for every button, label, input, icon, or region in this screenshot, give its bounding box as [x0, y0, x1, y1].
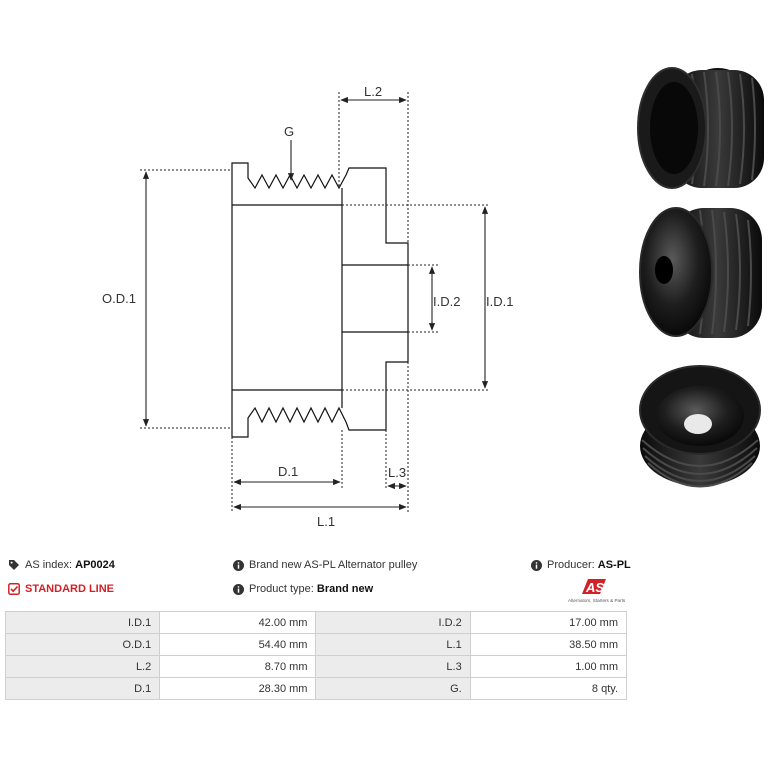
spec-value: 17.00 mm: [469, 611, 628, 634]
producer-label: Producer:: [547, 559, 595, 571]
spec-value: 28.30 mm: [159, 677, 317, 700]
spec-value: 42.00 mm: [159, 611, 317, 634]
info-icon: [233, 559, 244, 571]
spec-value: 54.40 mm: [159, 633, 317, 656]
specs-table: I.D.1 42.00 mm I.D.2 17.00 mm O.D.1 54.4…: [4, 611, 628, 700]
spec-label: L.1: [315, 633, 471, 656]
label-g: G: [284, 124, 294, 139]
label-id2: I.D.2: [433, 294, 460, 309]
tag-icon: [9, 560, 19, 571]
spec-label: L.2: [4, 655, 161, 678]
logo-tagline: Alternators, Starters & Parts: [568, 598, 626, 603]
spec-label: D.1: [4, 677, 161, 700]
spec-label: I.D.2: [315, 611, 471, 634]
table-row: L.2 8.70 mm L.3 1.00 mm: [4, 655, 628, 678]
as-index: AS index: AP0024: [8, 559, 115, 571]
label-l3: L.3: [388, 465, 406, 480]
label-od1: O.D.1: [102, 291, 136, 306]
standard-line-text: STANDARD LINE: [25, 583, 115, 595]
standard-line-badge: STANDARD LINE: [8, 583, 115, 596]
dimension-arrows: [142, 96, 489, 511]
logo-text: AS: [585, 580, 604, 595]
spec-value: 38.50 mm: [469, 633, 628, 656]
table-row: I.D.1 42.00 mm I.D.2 17.00 mm: [4, 611, 628, 634]
product-type: Product type: Brand new: [233, 583, 373, 595]
as-pl-logo-mark: AS Alternators, Starters & Parts: [568, 579, 626, 603]
label-id1: I.D.1: [486, 294, 513, 309]
extension-lines: [140, 92, 490, 512]
as-index-value: AP0024: [75, 559, 115, 571]
producer-value: AS-PL: [597, 559, 631, 571]
as-index-label: AS index:: [25, 559, 73, 571]
product-type-value: Brand new: [316, 583, 374, 595]
checkbox-icon: [8, 583, 20, 596]
spec-value: 1.00 mm: [469, 655, 628, 678]
as-pl-logo: AS Alternators, Starters & Parts: [566, 578, 630, 604]
label-l1: L.1: [317, 514, 335, 529]
info-icon: [233, 583, 244, 595]
spec-value: 8.70 mm: [159, 655, 317, 678]
spec-value: 8 qty.: [469, 677, 628, 700]
description: Brand new AS-PL Alternator pulley: [233, 559, 417, 571]
product-photo-angle: [639, 365, 761, 488]
product-photo-front: [639, 207, 762, 338]
pulley-outline: [231, 162, 409, 438]
table-row: O.D.1 54.40 mm L.1 38.50 mm: [4, 633, 628, 656]
spec-label: I.D.1: [4, 611, 161, 634]
pulley-technical-drawing: G L.2 O.D.1 I.D.2 I.D.1 D.1 L.3 L.1: [102, 67, 764, 529]
spec-label: O.D.1: [4, 633, 161, 656]
table-row: D.1 28.30 mm G. 8 qty.: [4, 677, 628, 700]
producer: Producer: AS-PL: [531, 559, 631, 571]
product-photo-side: [637, 67, 764, 189]
label-d1: D.1: [278, 464, 298, 479]
spec-label: G.: [315, 677, 471, 700]
product-type-label: Product type:: [249, 583, 314, 595]
description-text: Brand new AS-PL Alternator pulley: [249, 559, 418, 571]
spec-label: L.3: [315, 655, 471, 678]
info-icon: [531, 559, 542, 571]
label-l2: L.2: [364, 84, 382, 99]
